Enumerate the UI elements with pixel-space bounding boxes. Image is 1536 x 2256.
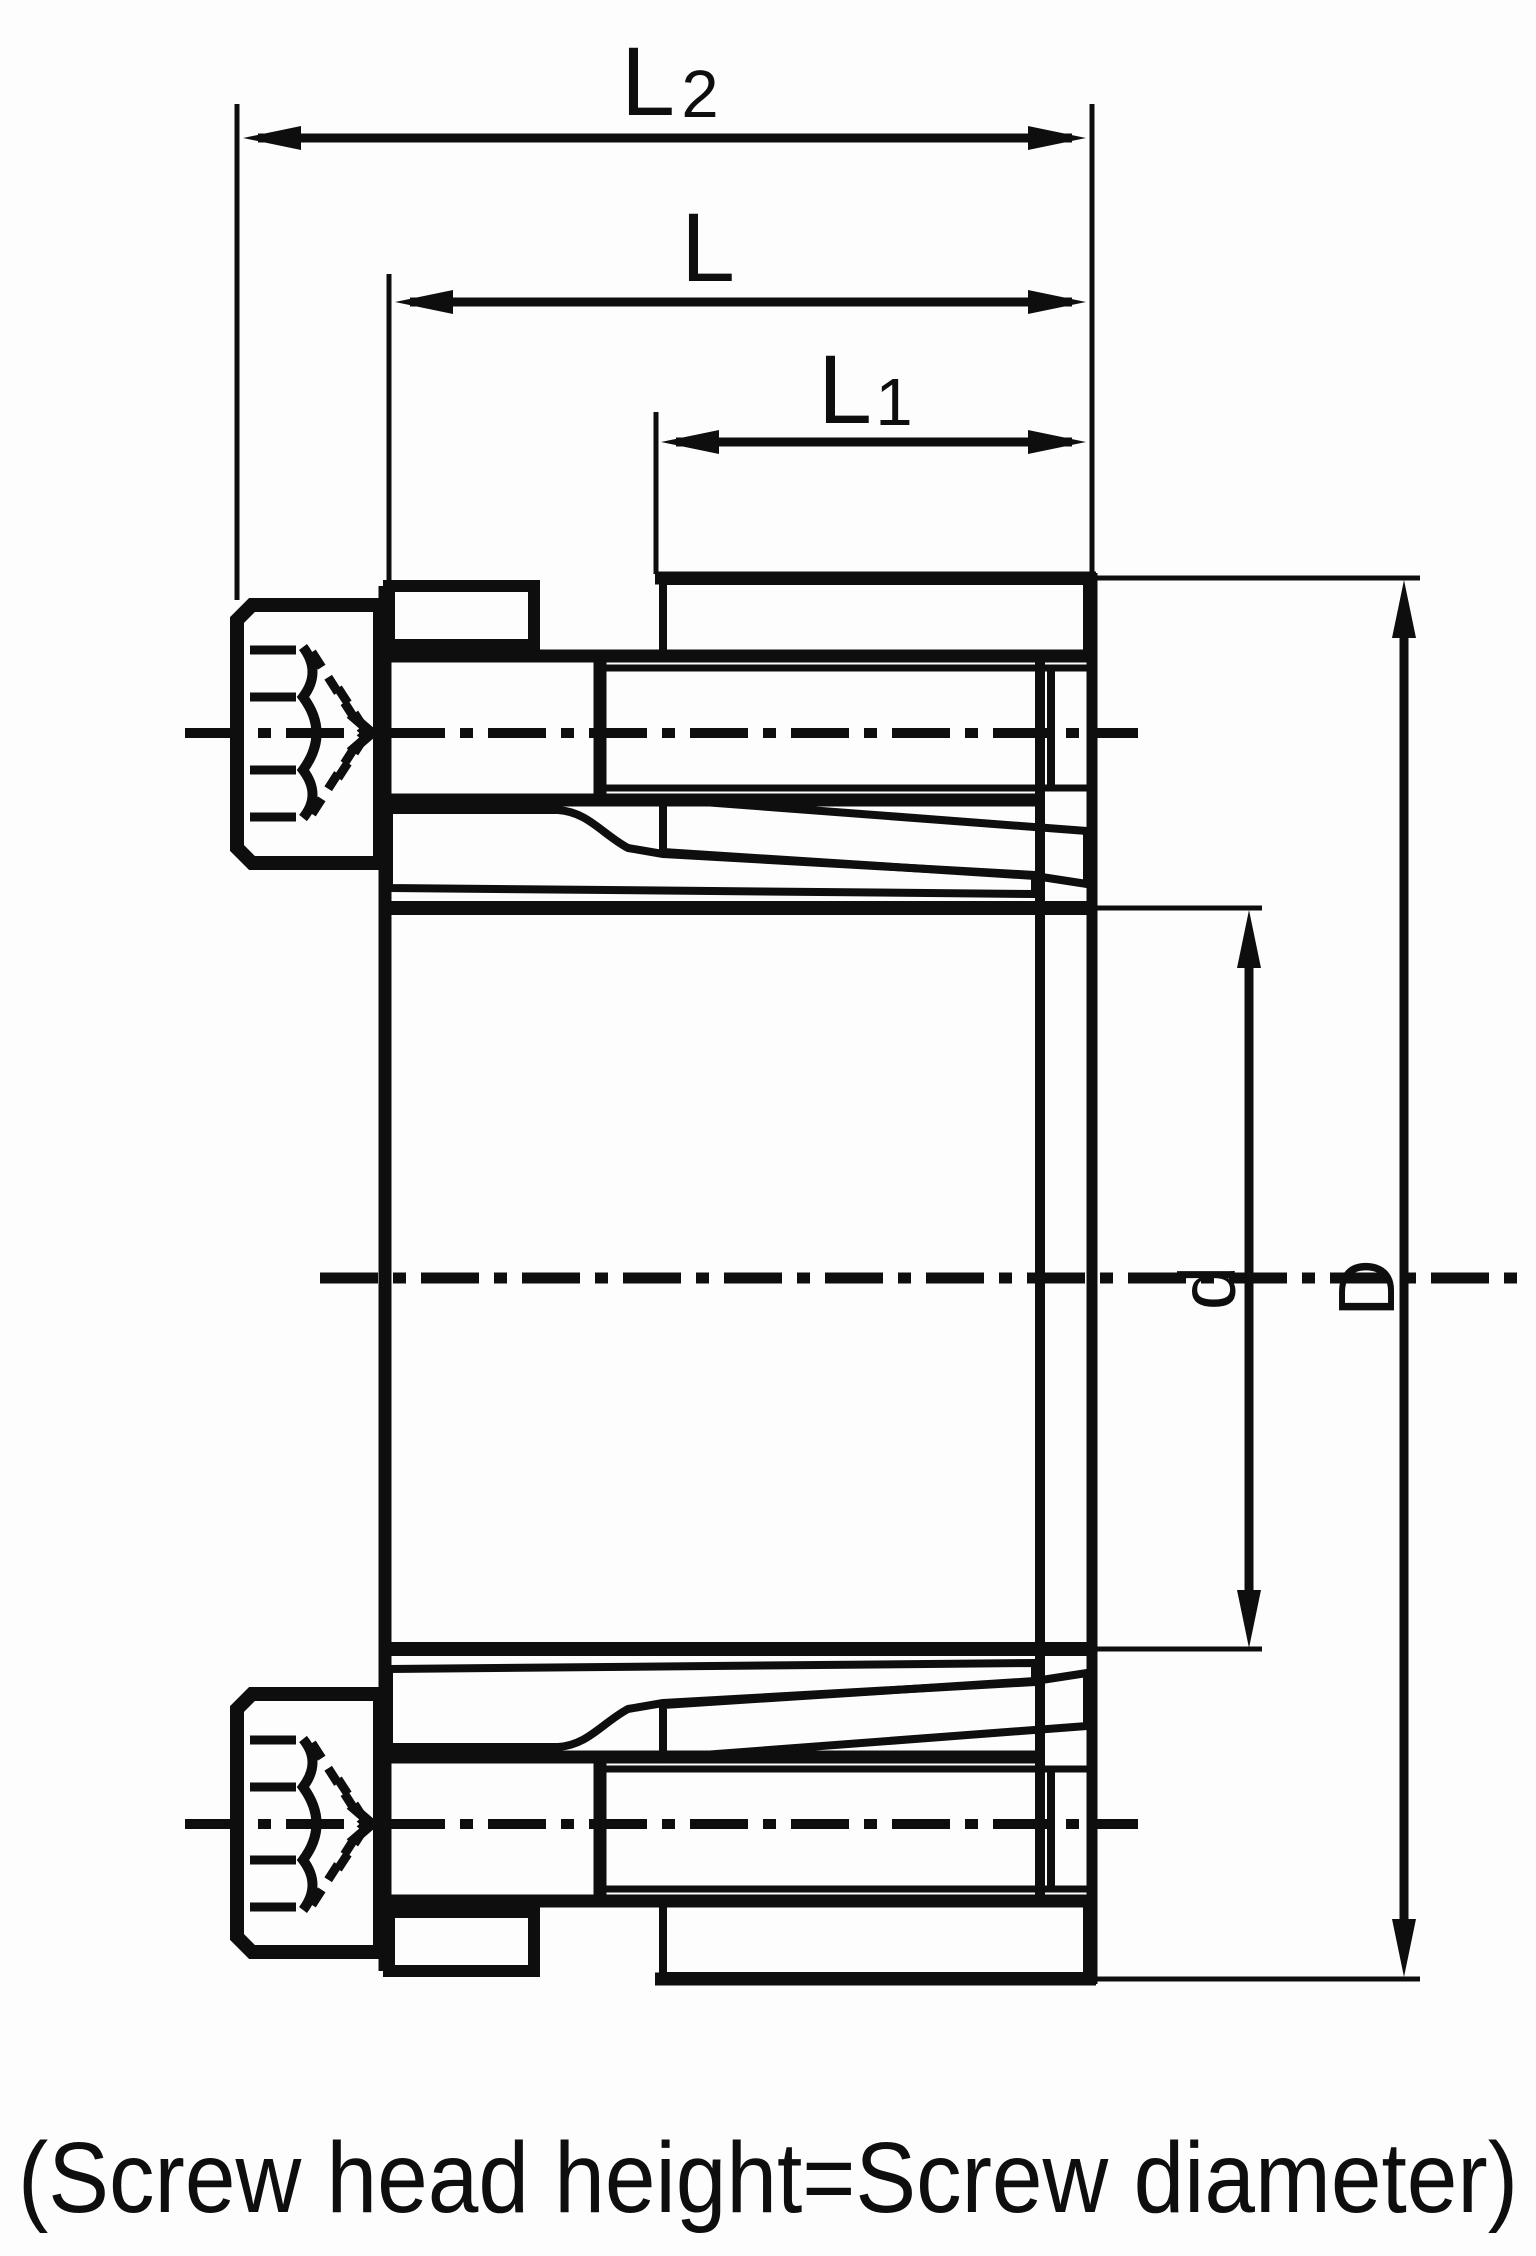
l1-label: L (818, 335, 872, 444)
l-arrow-right (1028, 290, 1086, 314)
dimension-D: D (1322, 580, 1416, 1977)
caption-text: (Screw head height=Screw diameter) (18, 2122, 1518, 2234)
l1-arrow-left (661, 430, 719, 454)
dimension-d: d (1163, 910, 1261, 1648)
l-label: L (681, 193, 735, 302)
d-label: d (1163, 1266, 1252, 1311)
l1-label-sub: 1 (875, 365, 912, 440)
D-label: D (1322, 1259, 1411, 1317)
l2-label-sub: 2 (681, 57, 718, 132)
inner-ring-flange-section (383, 580, 540, 651)
l2-label: L (621, 27, 675, 136)
d-arrow-top (1237, 910, 1261, 968)
dimension-l1: L 1 (653, 335, 1086, 574)
dimension-l2: L 2 (234, 27, 1095, 600)
D-arrow-bottom (1392, 1919, 1416, 1977)
outer-ring-taper-wedge (659, 795, 1091, 888)
l2-arrow-right (1028, 126, 1086, 150)
l-arrow-left (395, 290, 453, 314)
d-arrow-bottom (1237, 1590, 1261, 1648)
dimension-l: L (386, 193, 1086, 582)
D-arrow-top (1392, 580, 1416, 638)
screw-socket-flat-lines (250, 645, 296, 822)
l2-arrow-left (243, 126, 301, 150)
top-assembly (185, 571, 1420, 1279)
l1-arrow-right (1028, 430, 1086, 454)
